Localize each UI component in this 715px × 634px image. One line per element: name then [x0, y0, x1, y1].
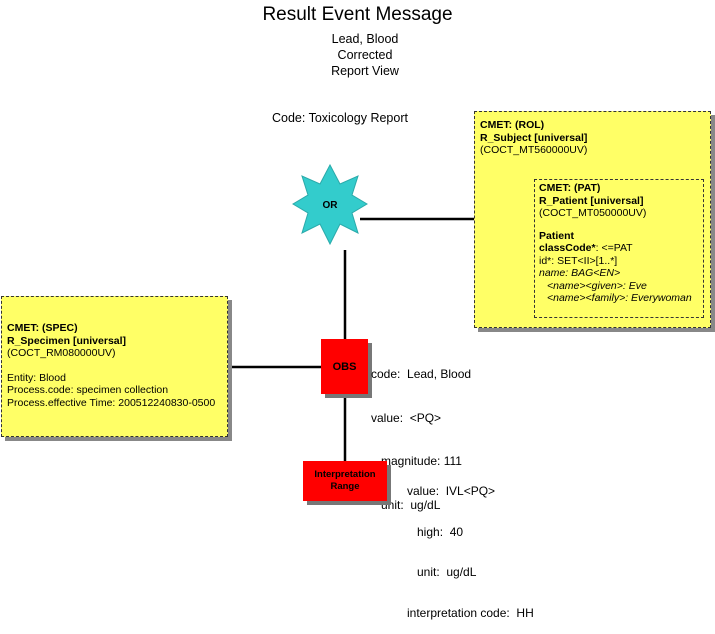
- pat-class-code-value: : <=PAT: [595, 242, 633, 254]
- interp-label-1: Interpretation: [314, 469, 376, 480]
- obs-attr-code: code: Lead, Blood: [371, 367, 472, 381]
- subtitle-line-3: Report View: [331, 64, 399, 78]
- or-node-shape: [292, 163, 368, 246]
- code-line: Code: Toxicology Report: [272, 111, 408, 125]
- subtitle-line-2: Corrected: [337, 48, 393, 62]
- pat-line-3: (COCT_MT050000UV): [539, 207, 647, 219]
- obs-attributes: code: Lead, Blood value: <PQ> magnitude:…: [371, 338, 471, 527]
- pat-family: <name><family>: Everywoman: [547, 292, 692, 304]
- pat-name: name: BAG<EN>: [539, 267, 621, 279]
- spec-line-1: CMET: (SPEC): [7, 322, 78, 334]
- pat-class-code-label: classCode*: [539, 242, 596, 254]
- spec-line-3: (COCT_RM080000UV): [7, 347, 116, 359]
- obs-attr-unit: unit: ug/dL: [371, 497, 441, 512]
- interp-attr-unit: unit: ug/dL: [407, 565, 477, 579]
- or-node-label: OR: [323, 200, 339, 211]
- pat-given: <name><given>: Eve: [547, 279, 647, 292]
- obs-attr-magnitude: magnitude: 111: [371, 454, 462, 468]
- rol-line-2: R_Subject [universal]: [480, 131, 588, 144]
- pat-heading: Patient: [539, 229, 575, 242]
- spec-line-2: R_Specimen [universal]: [7, 334, 127, 347]
- cmet-pat-box: CMET: (PAT) R_Patient [universal] (COCT_…: [534, 179, 704, 318]
- spec-entity: Entity: Blood: [7, 371, 66, 384]
- cmet-rol-box: CMET: (ROL) R_Subject [universal] (COCT_…: [474, 111, 711, 328]
- pat-line-1: CMET: (PAT): [539, 182, 601, 194]
- obs-node-label: OBS: [332, 360, 357, 373]
- cmet-spec-box: CMET: (SPEC) R_Specimen [universal] (COC…: [1, 296, 228, 437]
- interp-label-2: Range: [330, 481, 360, 492]
- interp-attributes: value: IVL<PQ> high: 40 unit: ug/dL inte…: [407, 458, 534, 634]
- interp-attr-code: interpretation code: HH: [407, 605, 534, 620]
- rol-line-3: (COCT_MT560000UV): [480, 144, 588, 156]
- spec-process-time: Process.effective Time: 200512240830-050…: [7, 396, 216, 409]
- interp-attr-value: value: IVL<PQ>: [407, 484, 496, 498]
- interp-attr-high: high: 40: [407, 524, 464, 539]
- pat-class-code: classCode*: <=PAT: [539, 242, 699, 255]
- obs-node: OBS: [321, 339, 368, 394]
- obs-attr-value: value: <PQ>: [371, 410, 442, 425]
- connectors-layer: OR: [228, 163, 478, 462]
- spec-process-code: Process.code: specimen collection: [7, 384, 169, 396]
- rol-line-1: CMET: (ROL): [480, 119, 545, 131]
- pat-line-2: R_Patient [universal]: [539, 194, 644, 207]
- pat-id: id*: SET<II>[1..*]: [539, 254, 618, 267]
- subtitle-line-1: Lead, Blood: [331, 32, 399, 46]
- diagram-title: Result Event Message: [262, 4, 453, 25]
- interpretation-range-node: Interpretation Range: [303, 461, 387, 501]
